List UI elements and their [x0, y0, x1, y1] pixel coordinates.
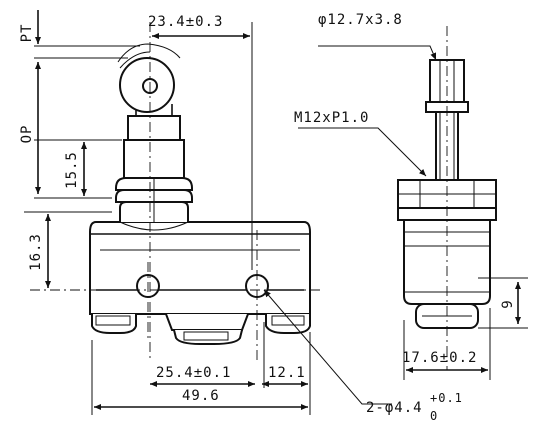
op-label: OP — [19, 125, 35, 144]
roller — [117, 43, 181, 113]
dim-12-1: 12.1 — [268, 365, 306, 381]
thread-spec: M12xP1.0 — [294, 110, 369, 126]
plunger — [115, 104, 193, 231]
dim-17-6: 17.6±0.2 — [402, 350, 477, 366]
dim-49-6: 49.6 — [182, 388, 220, 404]
front-view: PT OP 15.5 16.3 23.4±0.3 25.4±0.1 12.1 4… — [19, 10, 463, 423]
pt-label: PT — [19, 24, 35, 43]
terminals — [91, 313, 311, 345]
dim-15-5: 15.5 — [64, 151, 80, 189]
dim-23-4: 23.4±0.3 — [148, 14, 223, 30]
dim-25-4: 25.4±0.1 — [156, 365, 231, 381]
hole-tol-lower: 0 — [430, 409, 438, 423]
hole-tol-upper: +0.1 — [430, 391, 463, 405]
switch-housing — [89, 221, 311, 315]
dim-9: 9 — [500, 299, 516, 308]
roller-spec: φ12.7x3.8 — [318, 12, 403, 28]
hole-spec: 2-φ4.4 — [366, 400, 423, 416]
dim-16-3: 16.3 — [28, 233, 44, 271]
side-view: φ12.7x3.8 M12xP1.0 9 17.6±0.2 — [294, 12, 528, 380]
